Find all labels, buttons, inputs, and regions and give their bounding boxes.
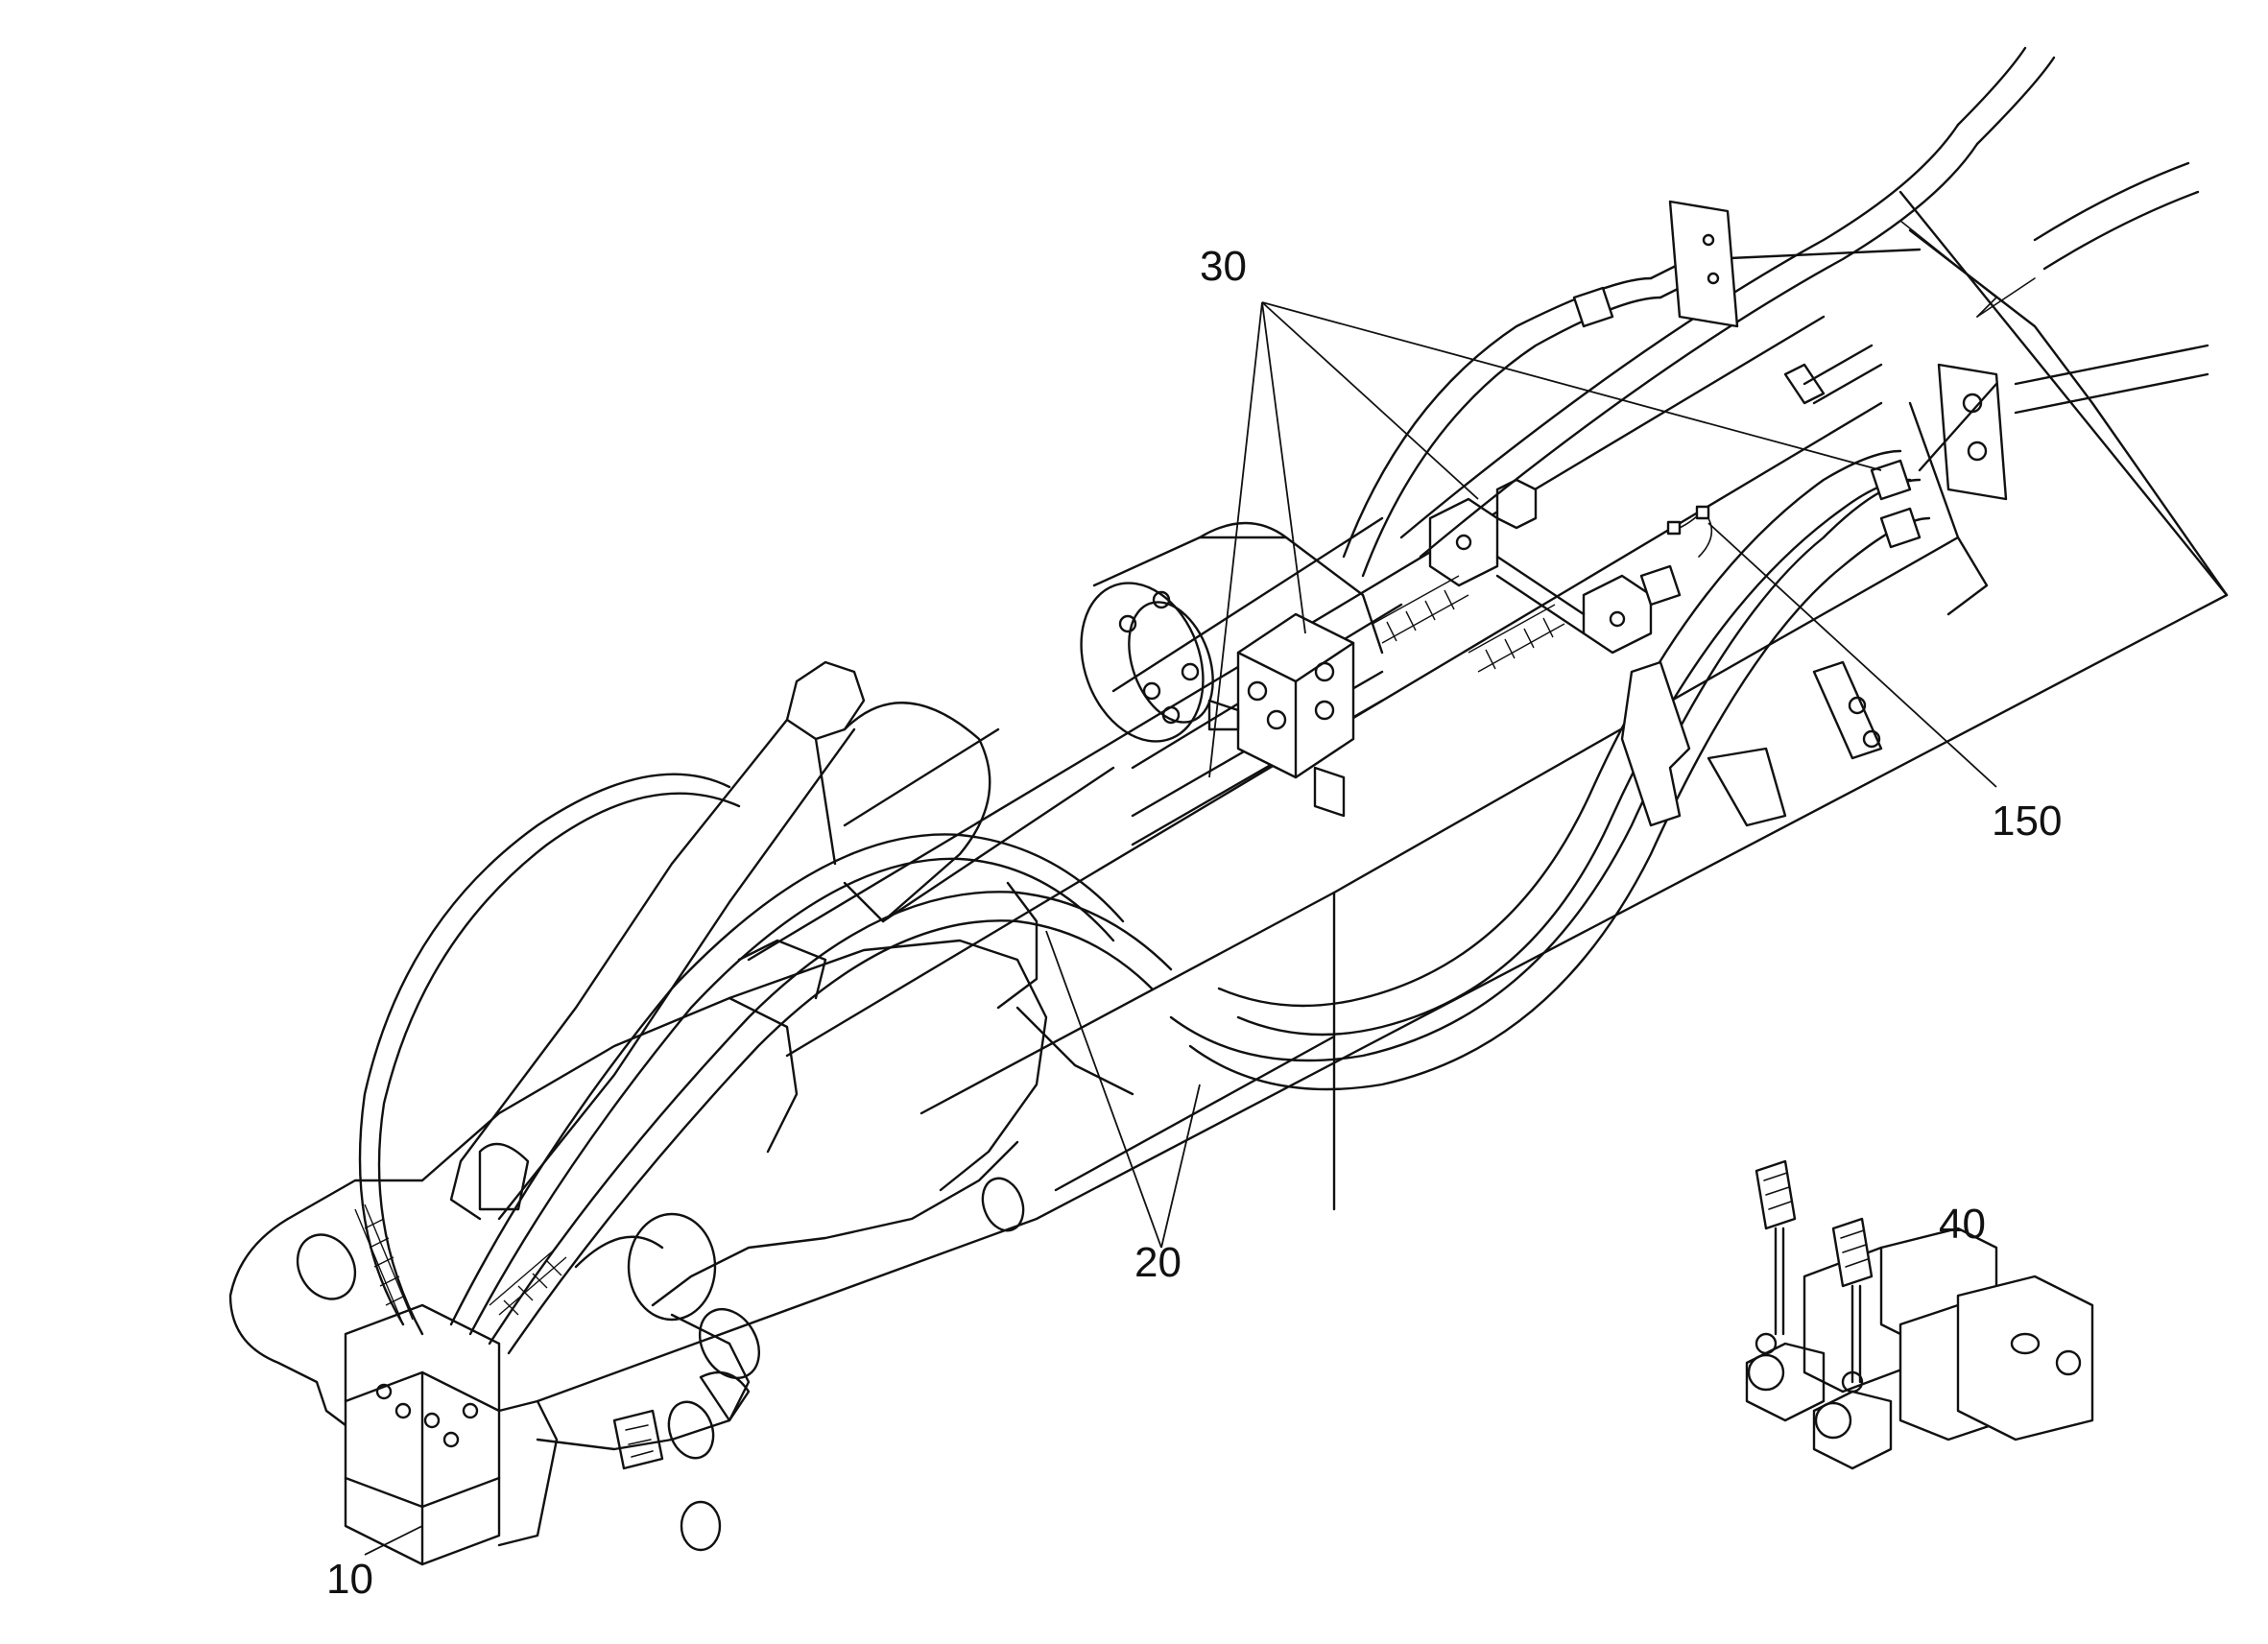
callout-40: 40	[1939, 1201, 1986, 1248]
detail-valve-assembly	[1745, 1159, 2094, 1470]
sensor	[1666, 505, 1713, 558]
callout-20: 20	[1134, 1239, 1182, 1286]
boom-clamps	[1620, 200, 2008, 827]
callout-10: 10	[326, 1556, 373, 1603]
leader-lines	[364, 301, 1997, 1556]
hose-sleeves	[354, 575, 1565, 1325]
linkage	[449, 516, 1403, 1221]
upper-valves	[1428, 478, 1682, 655]
callout-150: 150	[1992, 798, 2062, 845]
valve-block	[1207, 612, 1355, 818]
callout-30: 30	[1200, 243, 1247, 290]
quick-coupler	[228, 939, 1048, 1566]
